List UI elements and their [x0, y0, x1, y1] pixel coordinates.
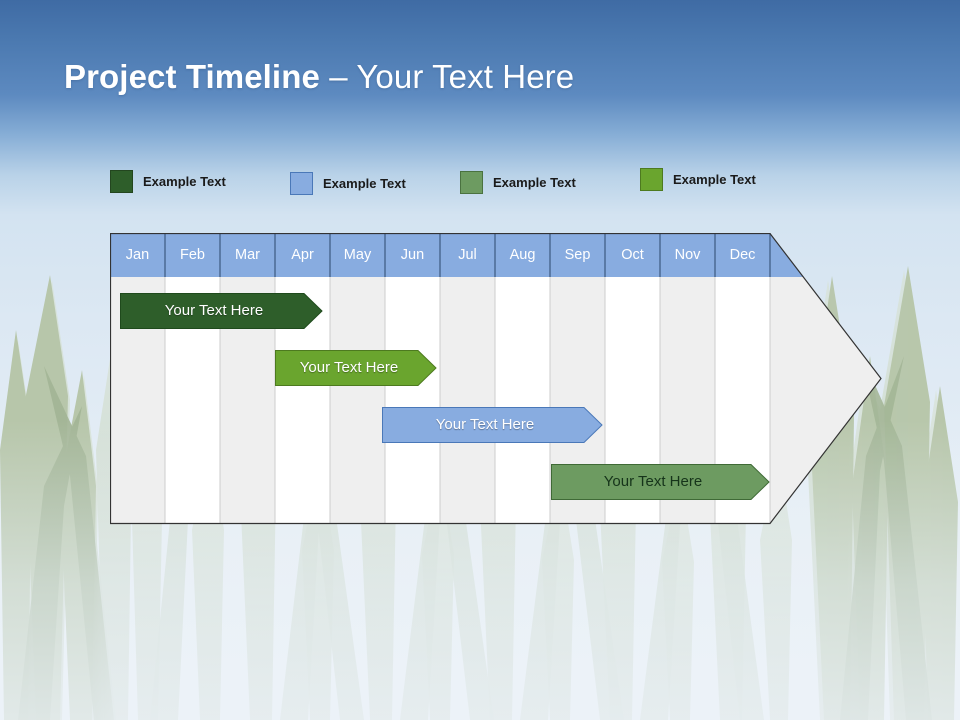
legend-label-1: Example Text	[143, 174, 226, 189]
task-bar-2[interactable]: Your Text Here	[275, 350, 437, 386]
legend: Example Text Example Text Example Text E…	[110, 168, 810, 196]
legend-swatch-icon-4	[640, 168, 663, 191]
title-separator: –	[319, 58, 357, 95]
task-bar-4-shape	[551, 464, 770, 500]
month-header-row	[110, 233, 804, 277]
legend-item-3[interactable]: Example Text	[460, 171, 576, 194]
task-bar-4[interactable]: Your Text Here	[551, 464, 770, 500]
slide-title: Project Timeline – Your Text Here	[64, 58, 574, 96]
legend-item-4[interactable]: Example Text	[640, 168, 756, 191]
month-header-separators	[164, 233, 771, 277]
title-rest-part: Your Text Here	[356, 58, 575, 95]
arrow-outline	[110, 233, 882, 525]
timeline-chart: Jan Feb Mar Apr May Jun Jul Aug Sep Oct …	[110, 233, 882, 525]
legend-label-3: Example Text	[493, 175, 576, 190]
task-bar-2-shape	[275, 350, 437, 386]
legend-item-2[interactable]: Example Text	[290, 172, 406, 195]
legend-label-4: Example Text	[673, 172, 756, 187]
task-bar-3-shape	[382, 407, 603, 443]
legend-item-1[interactable]: Example Text	[110, 170, 226, 193]
legend-label-2: Example Text	[323, 176, 406, 191]
legend-swatch-icon-3	[460, 171, 483, 194]
task-bar-1-shape	[120, 293, 323, 329]
title-bold-part: Project Timeline	[64, 58, 320, 95]
task-bar-1[interactable]: Your Text Here	[120, 293, 323, 329]
legend-swatch-icon-2	[290, 172, 313, 195]
legend-swatch-icon-1	[110, 170, 133, 193]
task-bar-3[interactable]: Your Text Here	[382, 407, 603, 443]
